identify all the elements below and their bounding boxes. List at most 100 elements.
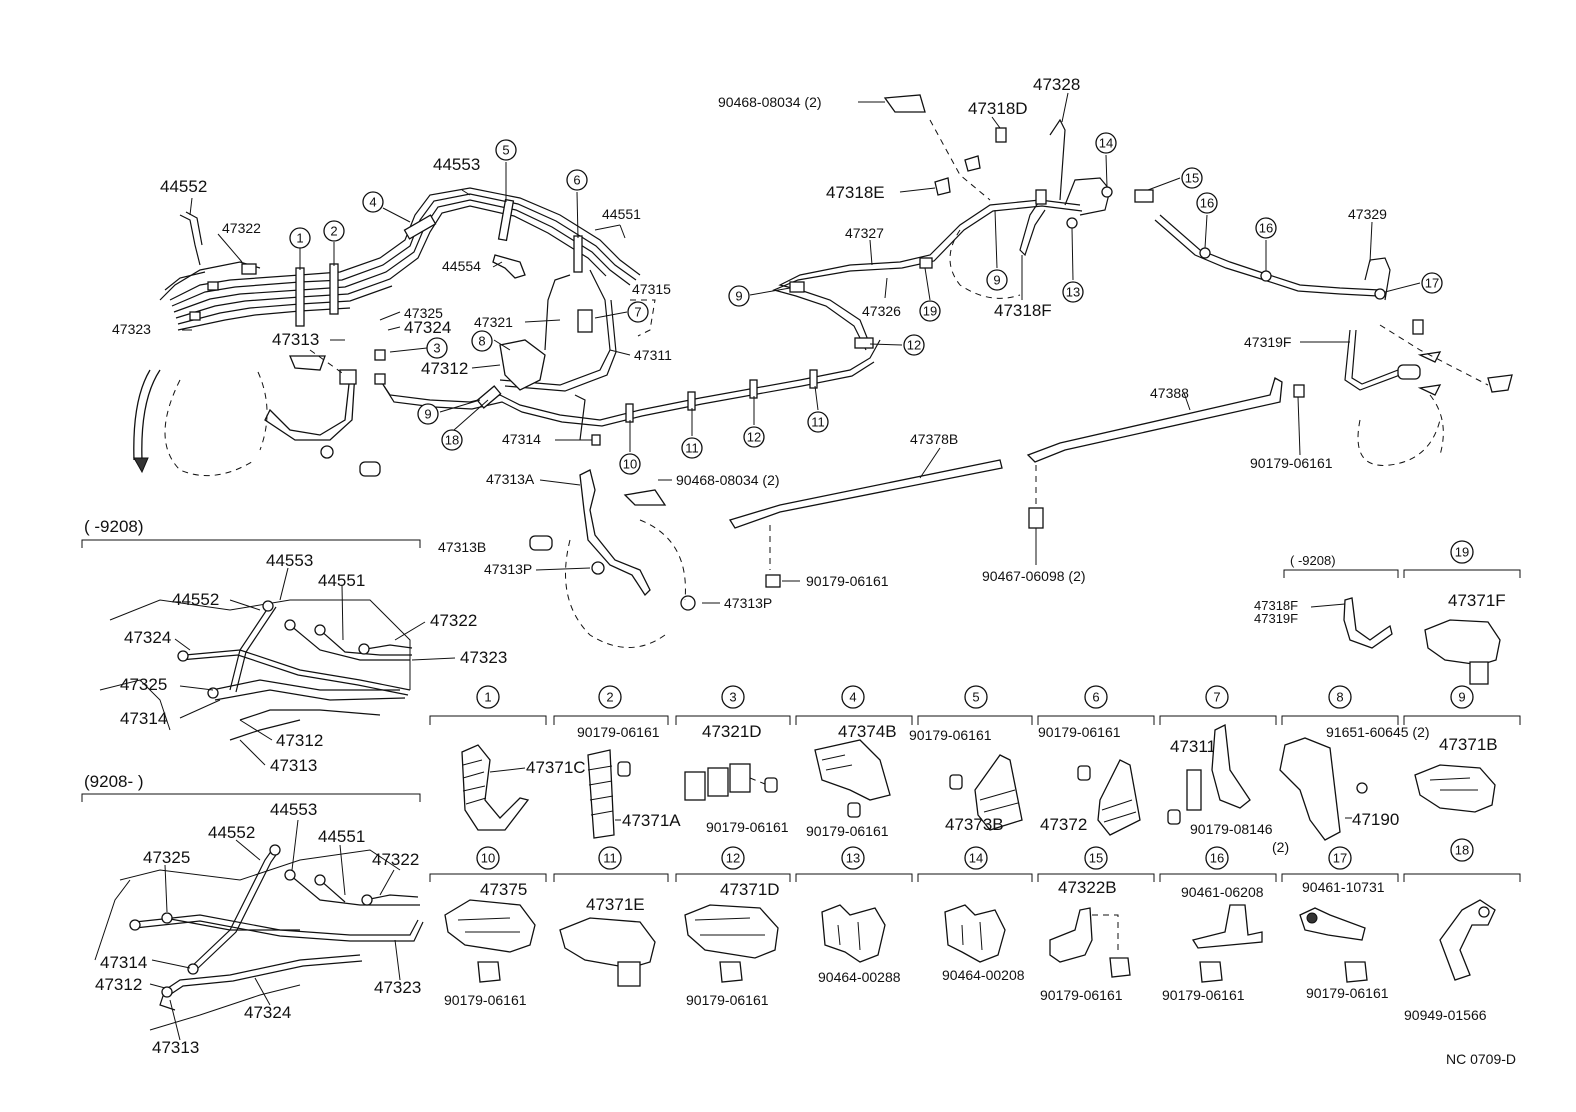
label-47312: 47312	[421, 359, 468, 378]
rh-header: ( -9208)	[1290, 553, 1336, 568]
clamp-cell-6: 6 90179-06161 47372	[1038, 685, 1141, 836]
label-47324: 47324	[404, 318, 451, 337]
clamp-cell-8: 8 91651-60645 (2) 47190	[1279, 685, 1430, 841]
callout-3: 3	[426, 337, 448, 359]
ia-47322: 47322	[372, 850, 419, 869]
callout-10: 10	[619, 453, 641, 475]
svg-text:47371D: 47371D	[720, 880, 780, 899]
callout-7: 7	[627, 301, 649, 323]
svg-text:4: 4	[849, 690, 856, 705]
svg-text:5: 5	[502, 143, 509, 158]
svg-text:1: 1	[484, 690, 491, 705]
callout-16a: 16	[1196, 192, 1218, 214]
svg-text:47373B: 47373B	[945, 815, 1004, 834]
clamp-cell-10: 10 47375 90179-06161	[444, 846, 536, 1008]
svg-text:2: 2	[606, 690, 613, 705]
label-90468-a: 90468-08034 (2)	[718, 94, 822, 110]
label-47313P-a: 47313P	[484, 561, 532, 577]
ia-47324: 47324	[244, 1003, 291, 1022]
rh-47319F: 47319F	[1254, 611, 1298, 626]
svg-text:9: 9	[993, 273, 1000, 288]
ia-44553: 44553	[270, 800, 317, 819]
svg-text:10: 10	[481, 851, 495, 866]
rear-hose-inset: ( -9208) 47318F 47319F	[1254, 553, 1399, 649]
main-fittings	[189, 94, 1513, 611]
label-47321: 47321	[474, 314, 513, 330]
clamp-cell-2: 2 90179-06161 47371A	[577, 685, 681, 839]
label-90179-main2: 90179-06161	[1250, 455, 1333, 471]
inset-before-header: ( -9208)	[84, 517, 144, 536]
label-47388: 47388	[1150, 385, 1189, 401]
svg-text:3: 3	[433, 341, 440, 356]
svg-text:14: 14	[1099, 136, 1113, 151]
callout-8: 8	[471, 330, 493, 352]
svg-text:90179-06161: 90179-06161	[686, 992, 769, 1008]
clamp-cell-15: 15 47322B 90179-06161	[1040, 846, 1131, 1003]
svg-text:16: 16	[1259, 221, 1273, 236]
inset-before-9208: ( -9208) 44553 44551 44552 47	[81, 517, 507, 775]
svg-text:16: 16	[1200, 196, 1214, 211]
label-47318F: 47318F	[994, 301, 1052, 320]
svg-text:11: 11	[685, 441, 699, 456]
clamp-cell-14: 14 90464-00208	[942, 846, 1025, 983]
svg-text:47374B: 47374B	[838, 722, 897, 741]
callout-17: 17	[1421, 272, 1443, 294]
svg-text:47371B: 47371B	[1439, 735, 1498, 754]
inset-after-header: (9208- )	[84, 772, 144, 791]
label-47313: 47313	[272, 330, 319, 349]
svg-text:90179-06161: 90179-06161	[444, 992, 527, 1008]
ia-47312: 47312	[95, 975, 142, 994]
svg-text:16: 16	[1210, 851, 1224, 866]
label-47328: 47328	[1033, 75, 1080, 94]
clamp-cell-19: 19 47371F	[1424, 540, 1506, 685]
ia-44551: 44551	[318, 827, 365, 846]
svg-text:90949-01566: 90949-01566	[1404, 1007, 1487, 1023]
callout-13: 13	[1062, 281, 1084, 303]
ib-44553: 44553	[266, 551, 313, 570]
label-44553: 44553	[433, 155, 480, 174]
rh-47318F: 47318F	[1254, 598, 1298, 613]
svg-text:47371E: 47371E	[586, 895, 645, 914]
svg-text:47371C: 47371C	[526, 758, 586, 777]
callout-6: 6	[566, 169, 588, 191]
clamp-cell-11: 11 47371E	[559, 846, 656, 987]
svg-text:90179-06161: 90179-06161	[806, 823, 889, 839]
label-47322: 47322	[222, 220, 261, 236]
clamp-cell-1: 1 47371C	[461, 685, 586, 831]
ib-47314: 47314	[120, 709, 167, 728]
svg-text:9: 9	[424, 407, 431, 422]
label-44551: 44551	[602, 206, 641, 222]
svg-text:17: 17	[1333, 851, 1347, 866]
svg-text:47321D: 47321D	[702, 722, 762, 741]
svg-text:90179-06161: 90179-06161	[1040, 987, 1123, 1003]
svg-text:90179-06161: 90179-06161	[706, 819, 789, 835]
clamp-cell-18: 18 90949-01566	[1404, 838, 1496, 1023]
svg-text:19: 19	[923, 304, 937, 319]
label-47319F: 47319F	[1244, 334, 1291, 350]
svg-text:18: 18	[445, 433, 459, 448]
svg-text:(2): (2)	[1272, 839, 1289, 855]
svg-text:47371A: 47371A	[622, 811, 681, 830]
ib-44551: 44551	[318, 571, 365, 590]
ib-47312: 47312	[276, 731, 323, 750]
side-rails	[728, 377, 1283, 529]
clamp-cell-4: 4 47374B 90179-06161	[806, 685, 897, 839]
svg-text:11: 11	[603, 851, 617, 866]
callout-1: 1	[289, 227, 311, 249]
ib-47324: 47324	[124, 628, 171, 647]
svg-text:2: 2	[330, 224, 337, 239]
direction-arrow	[133, 369, 161, 474]
svg-text:15: 15	[1185, 171, 1199, 186]
inset-after-9208: (9208- ) 44553 44552	[81, 772, 424, 1057]
callout-4: 4	[362, 191, 384, 213]
ia-47323: 47323	[374, 978, 421, 997]
svg-text:14: 14	[969, 851, 983, 866]
svg-text:47375: 47375	[480, 880, 527, 899]
svg-text:19: 19	[1455, 545, 1469, 560]
clamp-cell-17: 17 90461-10731 90179-06161	[1299, 846, 1389, 1001]
callout-9b: 9	[728, 285, 750, 307]
label-47326: 47326	[862, 303, 901, 319]
clamp-cell-12: 12 47371D 90179-06161	[684, 846, 780, 1008]
label-90468-b: 90468-08034 (2)	[676, 472, 780, 488]
ib-47323: 47323	[460, 648, 507, 667]
